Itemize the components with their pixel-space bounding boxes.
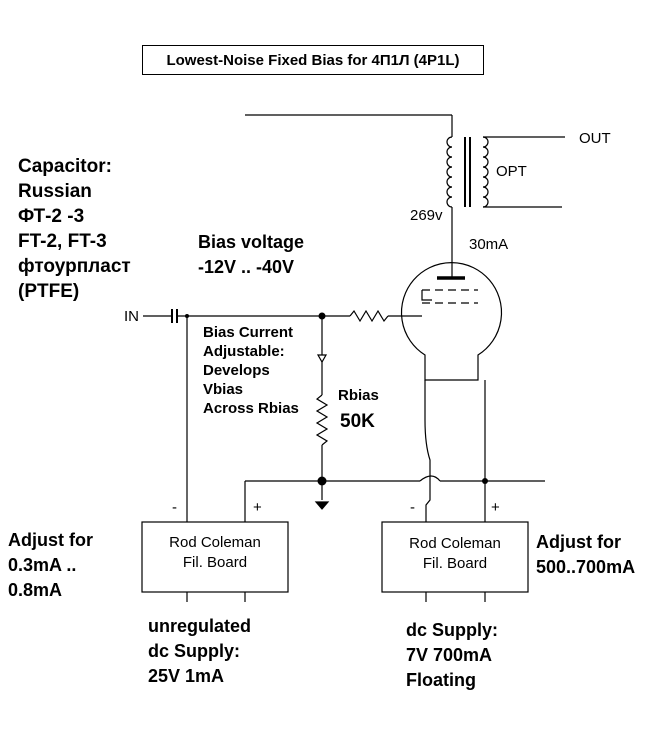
- ground-symbol: [314, 501, 330, 510]
- junction-dot: [317, 476, 327, 486]
- grid-stopper-resistor: [349, 309, 389, 323]
- current-arrow: [316, 354, 328, 364]
- right-board-label: Rod Coleman Fil. Board: [409, 535, 501, 572]
- rbias-resistor: [315, 394, 329, 446]
- right-plus-label: +: [491, 499, 500, 516]
- junction-dot: [482, 478, 488, 484]
- rbias-label: Rbias: [338, 387, 379, 404]
- left-plus-label: +: [253, 499, 262, 516]
- left-adjust-note: Adjust for 0.3mA .. 0.8mA: [8, 530, 93, 600]
- secondary-winding: [482, 136, 489, 208]
- primary-winding: [446, 136, 453, 208]
- capacitor-note: Capacitor: Russian ФТ-2 -3 FT-2, FT-3 фт…: [18, 156, 131, 302]
- in-label: IN: [124, 308, 139, 325]
- bias-voltage-note: Bias voltage -12V .. -40V: [198, 232, 305, 277]
- tube-envelope: [400, 262, 503, 381]
- tube-filament: [421, 290, 432, 301]
- right-supply-note: dc Supply: 7V 700mA Floating: [406, 620, 499, 690]
- out-label: OUT: [579, 130, 611, 147]
- crossover-hop: [419, 475, 441, 482]
- rbias-value: 50K: [340, 411, 375, 432]
- plate-voltage-label: 269v: [410, 207, 443, 224]
- diagram-title: Lowest-Noise Fixed Bias for 4П1Л (4P1L): [142, 45, 484, 75]
- bias-current-note: Bias Current Adjustable: Develops Vbias …: [203, 324, 299, 417]
- right-minus-label: -: [410, 499, 415, 516]
- left-supply-note: unregulated dc Supply: 25V 1mA: [148, 616, 252, 686]
- filament-lead-left: [424, 380, 431, 522]
- right-adjust-note: Adjust for 500..700mA: [536, 532, 636, 577]
- plate-current-label: 30mA: [469, 236, 509, 253]
- left-board-label: Rod Coleman Fil. Board: [169, 534, 261, 571]
- junction-dot: [185, 314, 189, 318]
- opt-label: OPT: [496, 163, 527, 180]
- right-fil-board: [381, 521, 529, 593]
- junction-dot: [318, 312, 326, 320]
- left-minus-label: -: [172, 499, 177, 516]
- left-fil-board: [141, 521, 289, 593]
